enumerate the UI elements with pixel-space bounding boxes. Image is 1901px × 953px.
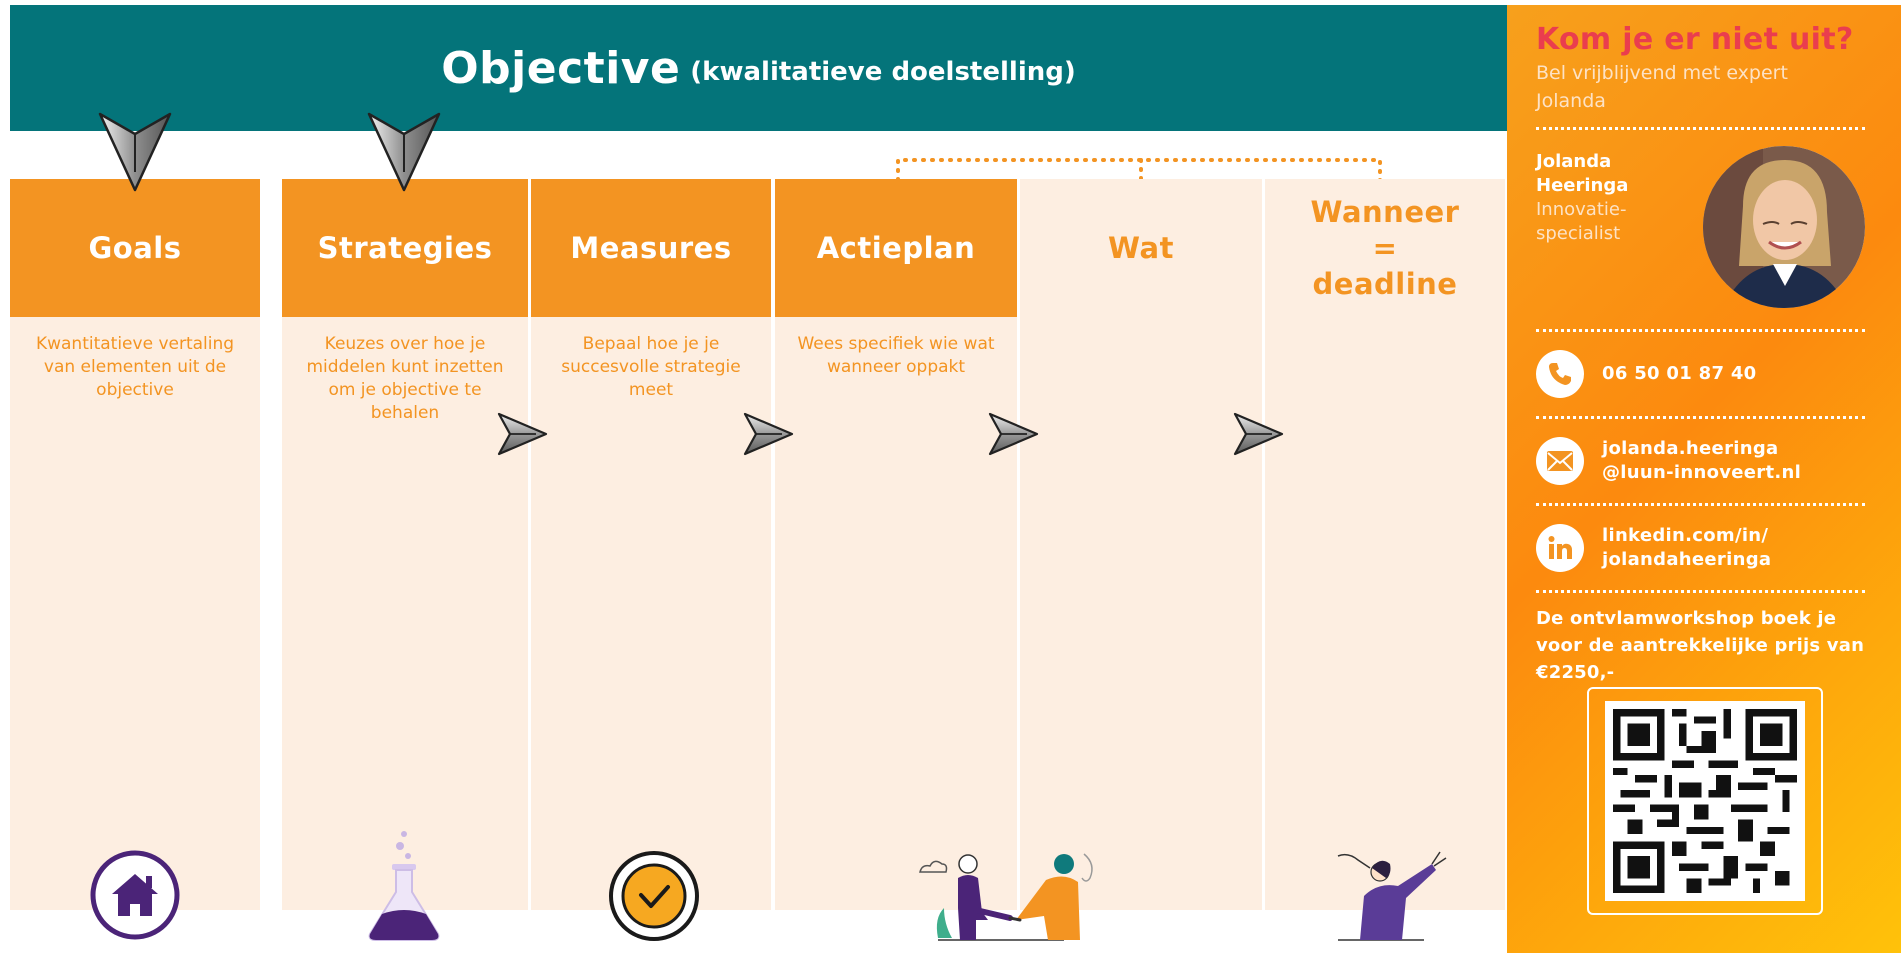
column-wanneer: Wanneer = deadline [1265, 179, 1505, 953]
expert-role: Innovatie-specialist [1536, 199, 1627, 244]
objective-subtitle: (kwalitatieve doelstelling) [690, 57, 1076, 87]
contact-sidebar: Kom je er niet uit? Bel vrijblijvend met… [1507, 5, 1901, 953]
column-goals-title: Goals [10, 179, 260, 317]
flask-icon [368, 831, 440, 941]
handshake-icon [919, 853, 1093, 941]
divider [1536, 329, 1865, 332]
divider [1536, 590, 1865, 593]
sidebar-subtext: Bel vrijblijvend met expert Jolanda [1536, 62, 1788, 112]
column-goals: Goals Kwantitatieve vertaling van elemen… [10, 179, 260, 953]
mail-icon [1536, 437, 1584, 485]
qr-code-image [1613, 709, 1797, 893]
phone-icon [1536, 350, 1584, 398]
column-measures-title: Measures [531, 179, 771, 317]
avatar [1703, 146, 1865, 308]
column-actieplan-title: Actieplan [775, 179, 1017, 317]
email-contact[interactable]: jolanda.heeringa @luun-innoveert.nl [1536, 431, 1865, 491]
column-wat-title: Wat [1108, 231, 1174, 265]
column-wanneer-title: Wanneer = deadline [1265, 179, 1505, 317]
checkmark-icon [609, 851, 699, 941]
right-arrow-icon [988, 412, 1039, 456]
divider [1536, 416, 1865, 419]
linkedin-line-2[interactable]: jolandaheeringa [1602, 549, 1772, 570]
down-arrow-icon [98, 112, 172, 192]
column-wanneer-title-text: Wanneer = deadline [1310, 195, 1460, 301]
right-arrow-icon [1233, 412, 1284, 456]
column-strategies: Strategies Keuzes over hoe je middelen k… [282, 179, 528, 953]
phone-number[interactable]: 06 50 01 87 40 [1602, 363, 1757, 384]
expert-name: Jolanda Heeringa [1536, 151, 1629, 196]
down-arrow-icon [367, 112, 441, 192]
qr-code[interactable] [1605, 701, 1805, 901]
column-goals-description: Kwantitatieve vertaling van elementen ui… [35, 334, 235, 400]
right-arrow-icon [743, 412, 794, 456]
phone-contact[interactable]: 06 50 01 87 40 [1536, 344, 1865, 404]
expert-profile: Jolanda Heeringa Innovatie-specialist [1536, 142, 1865, 317]
objective-title: Objective [441, 42, 681, 94]
sidebar-question: Kom je er niet uit? [1536, 22, 1854, 57]
linkedin-line-1[interactable]: linkedin.com/in/ [1602, 525, 1769, 546]
linkedin-icon [1536, 524, 1584, 572]
linkedin-contact[interactable]: linkedin.com/in/ jolandaheeringa [1536, 518, 1865, 578]
avatar-photo [1703, 146, 1865, 308]
email-line-1[interactable]: jolanda.heeringa [1602, 438, 1779, 459]
divider [1536, 127, 1865, 130]
column-measures: Measures Bepaal hoe je je succesvolle st… [531, 179, 771, 953]
qr-code-frame [1587, 687, 1823, 915]
objective-banner: Objective (kwalitatieve doelstelling) [10, 5, 1507, 131]
column-actieplan: Actieplan Wees specifiek wie wat wanneer… [775, 179, 1017, 953]
celebration-icon [1337, 851, 1447, 941]
column-wat: Wat [1020, 179, 1262, 953]
column-strategies-title: Strategies [282, 179, 528, 317]
divider [1536, 503, 1865, 506]
email-line-2[interactable]: @luun-innoveert.nl [1602, 462, 1802, 483]
column-strategies-description: Keuzes over hoe je middelen kunt inzette… [306, 334, 504, 423]
house-icon [90, 850, 180, 940]
promo-text: De ontvlamworkshop boek je voor de aantr… [1536, 608, 1865, 683]
column-actieplan-description: Wees specifiek wie wat wanneer oppakt [797, 334, 995, 377]
right-arrow-icon [497, 412, 548, 456]
column-measures-description: Bepaal hoe je je succesvolle strategie m… [561, 334, 741, 400]
